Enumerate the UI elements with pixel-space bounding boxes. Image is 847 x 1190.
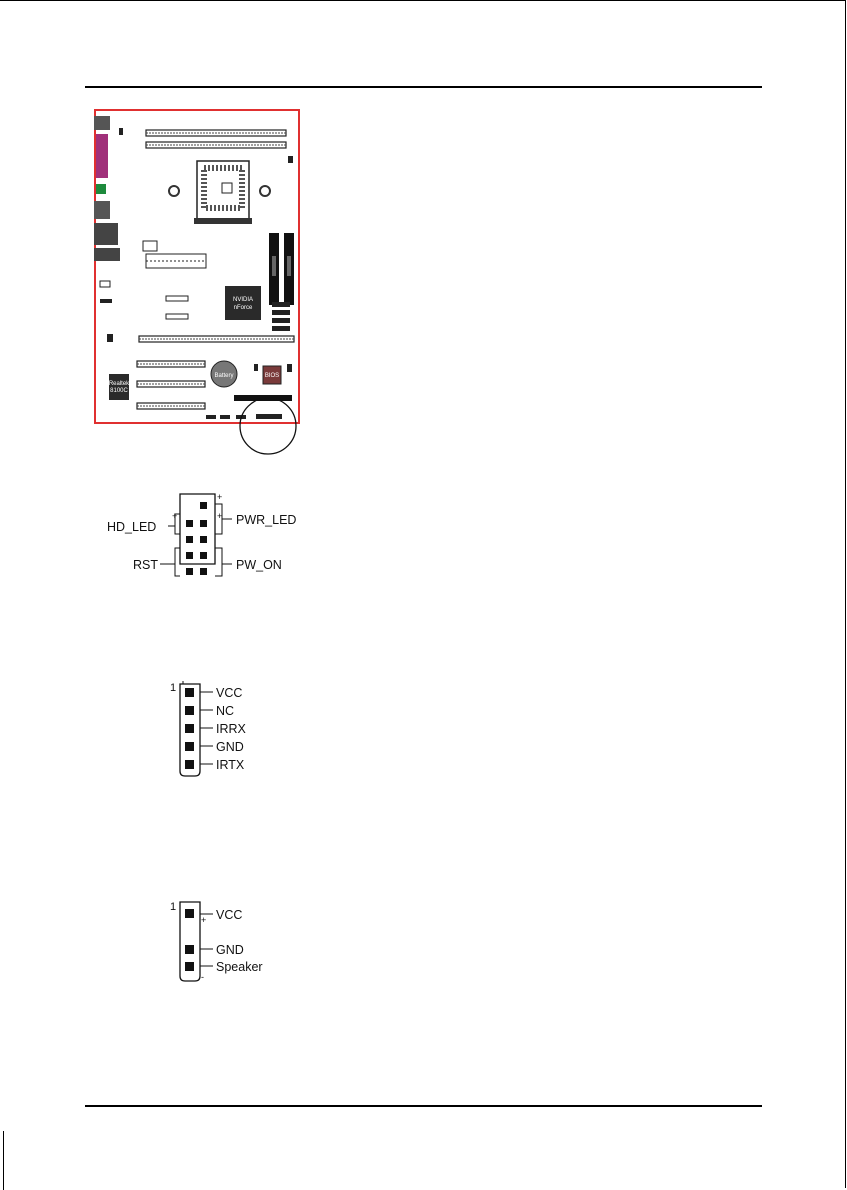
speaker-plus: + xyxy=(201,915,206,925)
hd-led-plus: + xyxy=(172,511,177,521)
pw-on-label: PW_ON xyxy=(236,558,282,572)
io-usb-lan-port xyxy=(94,223,118,245)
page-edge-line xyxy=(3,1131,4,1190)
speaker-minus: - xyxy=(201,972,204,982)
lan-chip xyxy=(109,374,129,400)
battery-label: Battery xyxy=(214,373,233,379)
mount-hole-right xyxy=(260,186,270,196)
front-panel-header-location xyxy=(256,414,282,419)
io-audio-port xyxy=(94,248,120,261)
front-panel-header-diagram: HD_LED PWR_LED RST PW_ON + + + xyxy=(100,486,310,586)
lan-label-2: 8100C xyxy=(110,388,128,394)
pcie-x1-slot-1 xyxy=(166,296,188,301)
io-ps2-port xyxy=(94,116,110,130)
lan-label-1: Realtek xyxy=(109,381,130,387)
motherboard-layout-figure: NVIDIA nForce Battery BIOS xyxy=(74,106,309,456)
pwr-led-plus: + xyxy=(217,511,222,521)
hd-led-label: HD_LED xyxy=(107,520,156,534)
ir-pin-irtx: IRTX xyxy=(216,758,245,772)
ir-pin-nc: NC xyxy=(216,704,234,718)
io-parallel-port xyxy=(96,134,108,178)
pcie-x16-slot xyxy=(139,336,294,342)
speaker-pin-gnd: GND xyxy=(216,943,244,957)
footer-rule xyxy=(85,1105,762,1107)
speaker-pin1-label: 1 xyxy=(170,901,176,913)
mount-hole-left xyxy=(169,186,179,196)
io-serial-port xyxy=(96,184,106,194)
io-vga-port xyxy=(94,201,110,219)
ir-pin-gnd: GND xyxy=(216,740,244,754)
pcie-x1-slot-2 xyxy=(166,314,188,319)
speaker-header-diagram: 1 + - VCC GND Speaker xyxy=(165,896,305,986)
chipset-label-2: nForce xyxy=(234,305,253,311)
pwr-led-label: PWR_LED xyxy=(236,513,296,527)
ir-pin-irrx: IRRX xyxy=(216,722,247,736)
chipset-label-1: NVIDIA xyxy=(233,297,253,303)
rst-label: RST xyxy=(133,558,158,572)
bios-label: BIOS xyxy=(265,373,279,379)
chipset xyxy=(225,286,261,320)
header-rule xyxy=(85,86,762,88)
ir-pin1-label: 1 xyxy=(170,682,176,694)
speaker-pin-speaker: Speaker xyxy=(216,960,263,974)
pwr-led-plus-top: + xyxy=(217,492,222,502)
ir-header-diagram: 1 VCC NC IRRX GND IRTX xyxy=(165,676,305,781)
ir-pin-vcc: VCC xyxy=(216,686,242,700)
speaker-pin-vcc: VCC xyxy=(216,908,242,922)
